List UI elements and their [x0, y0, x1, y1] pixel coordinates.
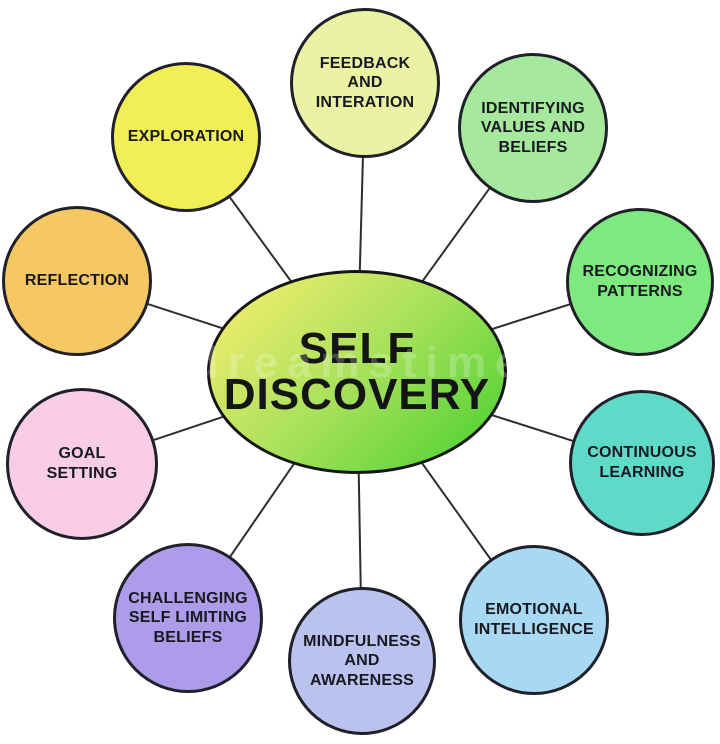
node-feedback-and-interation: FEEDBACK AND INTERATION — [290, 8, 440, 158]
node-emotional-intelligence: EMOTIONAL INTELLIGENCE — [459, 545, 609, 695]
central-topic-label: SELF DISCOVERY — [223, 323, 491, 419]
node-reflection: REFLECTION — [2, 206, 152, 356]
node-label: REFLECTION — [24, 272, 130, 290]
node-mindfulness-and-awareness: MINDFULNESS AND AWARENESS — [288, 587, 436, 735]
node-label: CHALLENGING SELF LIMITING BELIEFS — [128, 589, 248, 646]
node-exploration: EXPLORATION — [111, 62, 261, 212]
node-challenging-self-limiting-beliefs: CHALLENGING SELF LIMITING BELIEFS — [113, 543, 263, 693]
node-label: IDENTIFYING VALUES AND BELIEFS — [480, 99, 586, 156]
node-label: FEEDBACK AND INTERATION — [315, 54, 415, 111]
node-goal-setting: GOAL SETTING — [6, 388, 158, 540]
node-continuous-learning: CONTINUOUS LEARNING — [569, 390, 715, 536]
node-label: MINDFULNESS AND AWARENESS — [303, 632, 421, 689]
node-label: CONTINUOUS LEARNING — [587, 444, 697, 481]
node-identifying-values-and-beliefs: IDENTIFYING VALUES AND BELIEFS — [458, 53, 608, 203]
node-label: EXPLORATION — [127, 128, 245, 146]
node-recognizing-patterns: RECOGNIZING PATTERNS — [566, 208, 714, 356]
central-topic-self-discovery: SELF DISCOVERY — [207, 270, 507, 474]
node-label: GOAL SETTING — [46, 445, 118, 482]
node-label: EMOTIONAL INTELLIGENCE — [474, 601, 594, 638]
node-label: RECOGNIZING PATTERNS — [582, 263, 698, 300]
